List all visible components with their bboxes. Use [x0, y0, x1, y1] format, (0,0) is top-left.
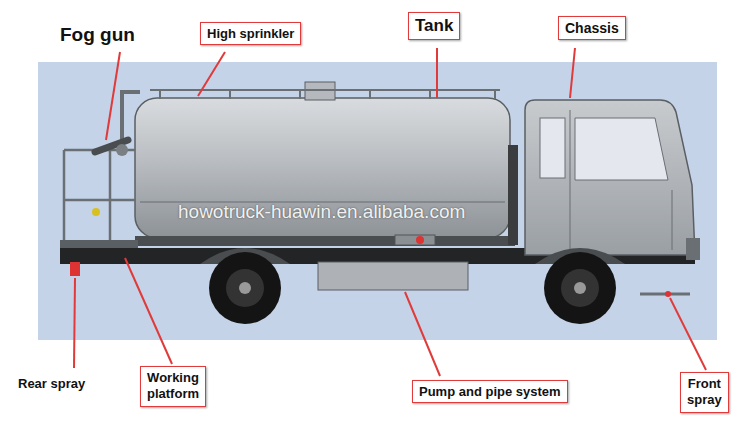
callout-box: High sprinkler [200, 22, 301, 45]
wheel [535, 248, 625, 324]
leader-line [74, 48, 706, 376]
callout-box: Working platform [140, 366, 206, 407]
tank-rail [150, 90, 500, 99]
pump-box [318, 262, 468, 290]
working-platform [64, 150, 135, 248]
background-panel [38, 62, 717, 340]
callout-text: Tank [415, 16, 453, 36]
callout-text: High sprinkler [207, 26, 294, 41]
callout-text: Pump and pipe system [419, 384, 561, 399]
fog-gun [92, 92, 140, 216]
callout-box: Chassis [558, 16, 626, 40]
tank-shell [135, 98, 510, 238]
callout-text: Working platform [147, 370, 199, 403]
watermark: howotruck-huawin.en.alibaba.com [178, 201, 465, 223]
callout-label: Fog gun [60, 24, 135, 46]
callout-box: Pump and pipe system [412, 380, 568, 403]
callout-box: Front spray [680, 372, 729, 413]
wheel [200, 248, 290, 324]
callout-label: Rear spray [18, 376, 85, 391]
callout-text: Chassis [565, 20, 619, 36]
cab [525, 100, 695, 255]
callout-box: Tank [408, 12, 460, 40]
rear-spray [70, 262, 80, 276]
callout-text: Front spray [687, 376, 722, 409]
